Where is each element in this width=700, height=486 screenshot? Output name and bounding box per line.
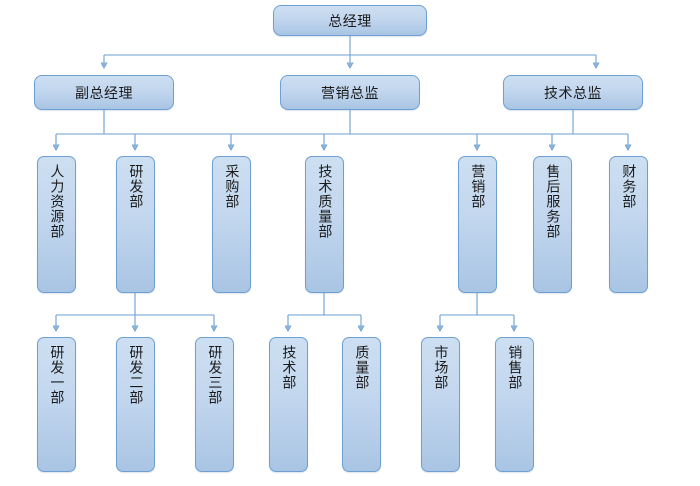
node-marketing-department[interactable]: 营销部 bbox=[458, 156, 497, 293]
node-quality-department[interactable]: 质量部 bbox=[342, 337, 381, 472]
node-after-sales-department-label: 售后服务部 bbox=[545, 164, 562, 239]
node-rd-division-2-label: 研发二部 bbox=[128, 345, 145, 405]
node-deputy-general-manager[interactable]: 副总经理 bbox=[34, 75, 174, 110]
node-market-department[interactable]: 市场部 bbox=[421, 337, 460, 472]
node-general-manager-label: 总经理 bbox=[328, 12, 372, 29]
node-marketing-director-label: 营销总监 bbox=[321, 84, 379, 101]
node-marketing-director[interactable]: 营销总监 bbox=[280, 75, 420, 110]
node-rd-division-1-label: 研发一部 bbox=[49, 345, 66, 405]
node-purchasing-department[interactable]: 采购部 bbox=[212, 156, 251, 293]
node-general-manager[interactable]: 总经理 bbox=[273, 5, 427, 36]
node-rd-division-2[interactable]: 研发二部 bbox=[116, 337, 155, 472]
node-hr-department[interactable]: 人力资源部 bbox=[37, 156, 76, 293]
node-quality-department-label: 质量部 bbox=[354, 345, 371, 390]
node-finance-department[interactable]: 财务部 bbox=[609, 156, 648, 293]
node-rd-division-1[interactable]: 研发一部 bbox=[37, 337, 76, 472]
node-rd-division-3-label: 研发三部 bbox=[207, 345, 224, 405]
node-technical-director-label: 技术总监 bbox=[544, 84, 602, 101]
node-tech-quality-department[interactable]: 技术质量部 bbox=[305, 156, 344, 293]
node-technology-department-label: 技术部 bbox=[281, 345, 298, 390]
node-sales-department[interactable]: 销售部 bbox=[495, 337, 534, 472]
node-technology-department[interactable]: 技术部 bbox=[269, 337, 308, 472]
node-market-department-label: 市场部 bbox=[433, 345, 450, 390]
node-sales-department-label: 销售部 bbox=[507, 345, 524, 390]
node-marketing-department-label: 营销部 bbox=[470, 164, 487, 209]
node-technical-director[interactable]: 技术总监 bbox=[503, 75, 643, 110]
node-rd-division-3[interactable]: 研发三部 bbox=[195, 337, 234, 472]
node-hr-department-label: 人力资源部 bbox=[49, 164, 66, 239]
node-tech-quality-department-label: 技术质量部 bbox=[317, 164, 334, 239]
node-rd-department-label: 研发部 bbox=[128, 164, 145, 209]
node-after-sales-department[interactable]: 售后服务部 bbox=[533, 156, 572, 293]
node-finance-department-label: 财务部 bbox=[621, 164, 638, 209]
node-deputy-general-manager-label: 副总经理 bbox=[75, 84, 133, 101]
node-purchasing-department-label: 采购部 bbox=[224, 164, 241, 209]
node-rd-department[interactable]: 研发部 bbox=[116, 156, 155, 293]
